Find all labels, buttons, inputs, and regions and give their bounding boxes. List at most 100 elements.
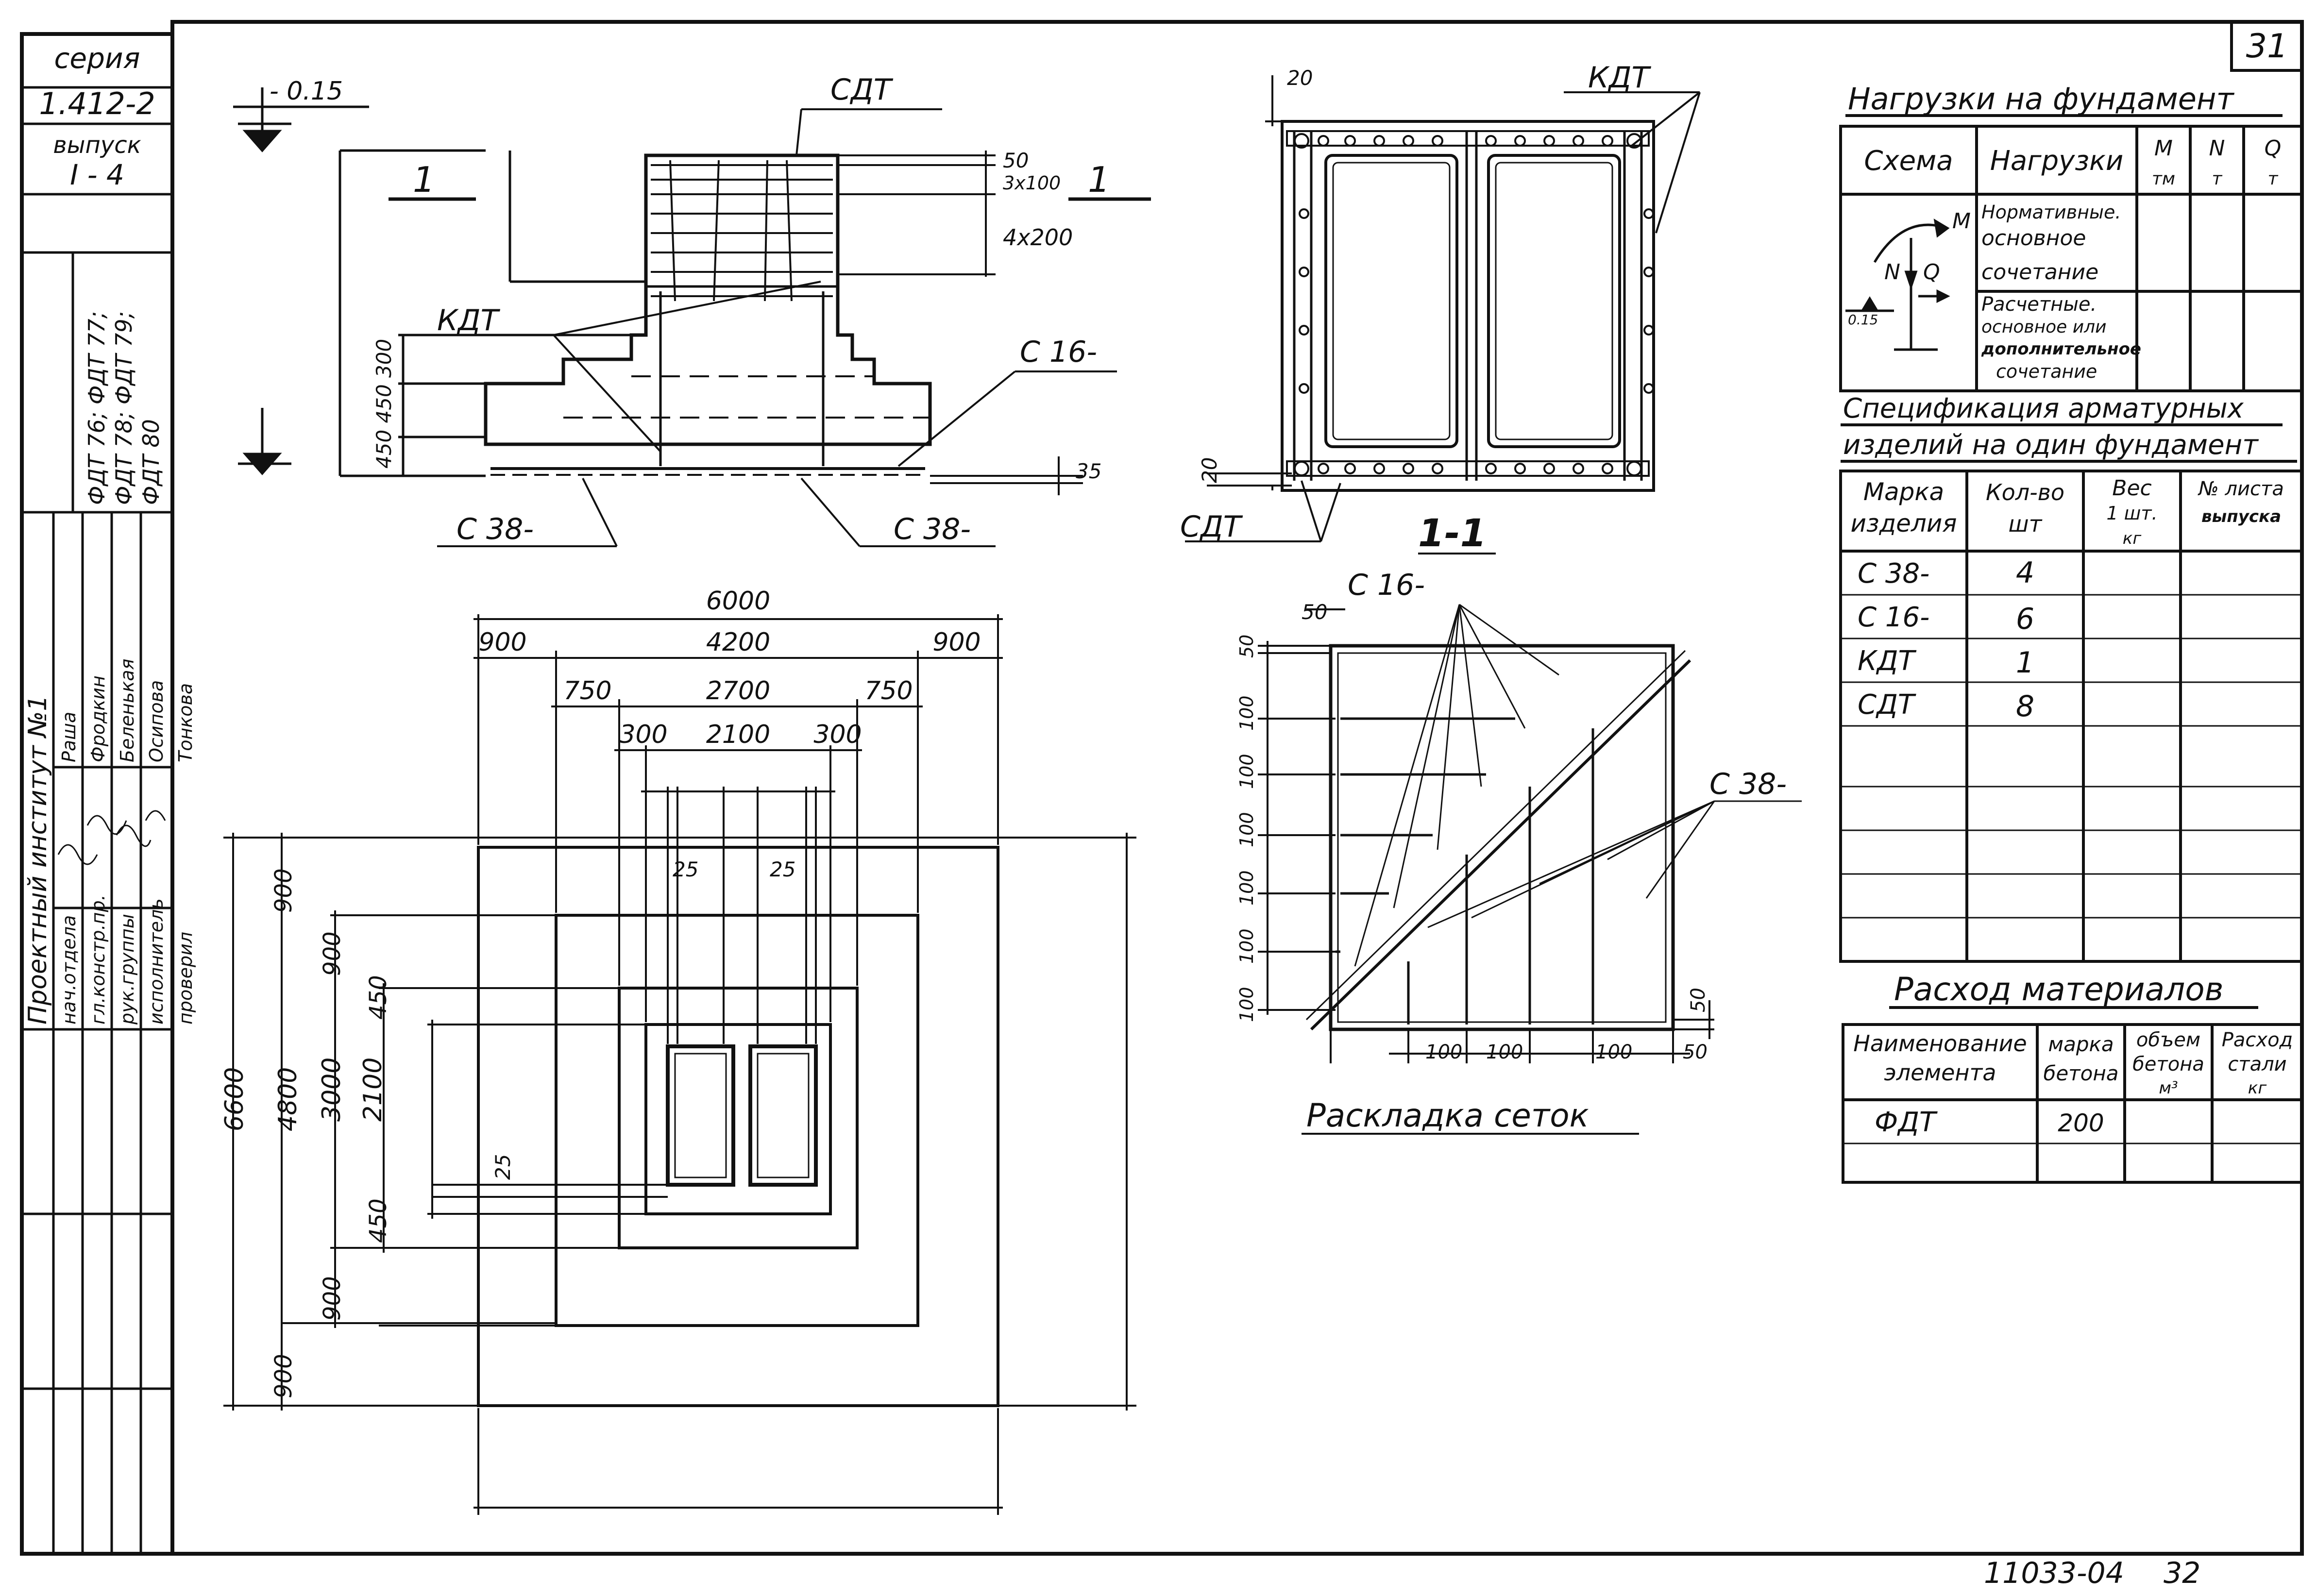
spec-header: 1 шт.: [2106, 503, 2157, 524]
mesh-bottom-dim: 50: [1683, 1041, 1708, 1063]
materials-header: бетона: [2043, 1061, 2118, 1085]
section-title: 1-1: [1418, 512, 1487, 555]
plan-dim: 300: [813, 720, 862, 749]
spec-header: Марка: [1863, 478, 1944, 506]
plan-step-dim: 450: [365, 1198, 392, 1243]
load-row-line: Расчетные.: [1981, 293, 2097, 316]
plan-dim: 900: [478, 628, 526, 657]
spec-header: № листа: [2198, 478, 2284, 500]
scheme-label-level: 0.15: [1848, 312, 1878, 328]
scheme-label-n: N: [1884, 260, 1900, 285]
sheet-number-box: 31: [2230, 20, 2303, 72]
loads-unit-q: т: [2268, 169, 2279, 189]
loads-header-n: N: [2209, 136, 2225, 161]
stamp-role: гл.констр.пр.: [87, 894, 109, 1025]
section-mark-left: 1: [413, 159, 435, 200]
stamp-role-name: Тонкова: [175, 683, 196, 762]
mesh-layout-labels: С 16- С 38- 50 50 100 100 100 100 100 10…: [1236, 568, 1787, 1134]
plan-dim: 2100: [706, 720, 770, 749]
materials-header: стали: [2228, 1053, 2286, 1075]
stamp-mark-line: ФДТ 80: [138, 419, 164, 505]
plan-dim: 900: [932, 628, 981, 657]
spec-qty: 8: [2016, 689, 2034, 723]
plan-labels: 6000 900 4200 900 750 2700 750 300 2100 …: [220, 587, 981, 1398]
mesh-bottom-dim: 100: [1425, 1041, 1462, 1063]
issue-label: выпуск: [53, 132, 141, 159]
loads-unit-n: т: [2212, 169, 2223, 189]
materials-table: Расход материалов Наименование элемента …: [1842, 971, 2303, 1184]
plan-step-dim: 900: [319, 1276, 346, 1321]
plan-dim: 750: [563, 676, 611, 706]
issue-value: I - 4: [70, 158, 124, 191]
load-row-line: основное: [1981, 226, 2086, 251]
stamp-role-name: Раша: [58, 712, 80, 762]
mesh-side-dim: 100: [1236, 812, 1257, 847]
spec-mark: СДТ: [1858, 689, 1916, 721]
section-dim: 20: [1287, 66, 1313, 90]
sheet-number: 31: [2246, 27, 2288, 66]
materials-header: Наименование: [1853, 1030, 2027, 1057]
materials-header: бетона: [2132, 1053, 2204, 1075]
materials-header: кг: [2248, 1078, 2267, 1098]
elevation-view: [233, 87, 1151, 547]
plan-small-dim: 25: [673, 857, 698, 881]
handwritten-signatures: [57, 810, 166, 865]
footer: 11033-04 32: [1984, 1556, 2200, 1590]
plan-small-dim: 25: [770, 857, 795, 881]
series-value: 1.412-2: [39, 86, 155, 121]
scheme-label-m: M: [1952, 209, 1971, 234]
c16-label: С 16-: [1348, 568, 1425, 602]
height-dims: 450 450 300: [372, 339, 396, 469]
c38-label-left: С 38-: [457, 512, 534, 546]
mesh-layout-title: Раскладка сеток: [1306, 1097, 1589, 1134]
c16-label: С 16-: [1020, 335, 1097, 369]
plan-dim: 2700: [706, 676, 770, 706]
mesh-top-dim: 50: [1236, 635, 1257, 658]
mesh-right-dim: 50: [1687, 988, 1709, 1012]
rebar-dim: 4x200: [1003, 224, 1073, 251]
load-scheme-diagram: [1845, 218, 1950, 351]
kdt-label: КДТ: [1588, 61, 1651, 95]
mesh-layout-view: [1258, 604, 1802, 1135]
spec-header: шт: [2009, 511, 2043, 537]
spec-qty: 6: [2016, 602, 2034, 636]
plan-left-dim: 2100: [358, 1058, 388, 1122]
mesh-side-dim: 100: [1236, 928, 1257, 964]
plan-dim: 300: [619, 720, 667, 749]
stamp-roles: Проектный институт №1 нач.отдела Раша гл…: [23, 659, 196, 1025]
stamp-mark-line: ФДТ 78; ФДТ 79;: [111, 311, 137, 505]
loads-header-scheme: Схема: [1864, 145, 1953, 177]
rebar-dim: 3x100: [1003, 172, 1061, 194]
kdt-label: КДТ: [437, 303, 500, 337]
materials-header: Расход: [2222, 1029, 2293, 1051]
spec-title-line: Спецификация арматурных: [1843, 393, 2244, 424]
series-label: серия: [54, 42, 140, 75]
plan-step-dim: 900: [270, 868, 297, 913]
spec-mark: КДТ: [1858, 645, 1917, 677]
load-row-line: дополнительное: [1981, 339, 2141, 359]
materials-header: объем: [2136, 1029, 2200, 1051]
rebar-dim: 50: [1003, 149, 1029, 172]
footer-page: 32: [2164, 1556, 2200, 1590]
stamp-role: нач.отдела: [58, 915, 80, 1025]
stamp-role-name: Осипова: [146, 680, 167, 762]
sdt-label: СДТ: [830, 73, 894, 107]
plan-step-dim: 900: [270, 1354, 297, 1398]
plan-left-dim: 3000: [317, 1058, 346, 1122]
spec-mark: С 16-: [1858, 602, 1929, 633]
materials-header: элемента: [1884, 1059, 1996, 1086]
section-1-1-view: [1185, 75, 1701, 554]
spec-qty: 4: [2016, 556, 2034, 590]
plan-left-dim: 4800: [273, 1067, 303, 1131]
mesh-bottom-dim: 100: [1486, 1041, 1523, 1063]
load-row-line: сочетание: [1996, 361, 2097, 382]
stamp-role-name: Фродкин: [87, 675, 109, 762]
plan-small-dim: 25: [491, 1154, 515, 1180]
load-row-line: Нормативные.: [1981, 202, 2121, 223]
stamp-role: исполнитель: [146, 898, 167, 1025]
institute-name: Проектный институт №1: [23, 695, 52, 1025]
loads-header-q: Q: [2265, 136, 2282, 161]
stamp-role: рук.группы: [117, 914, 138, 1025]
